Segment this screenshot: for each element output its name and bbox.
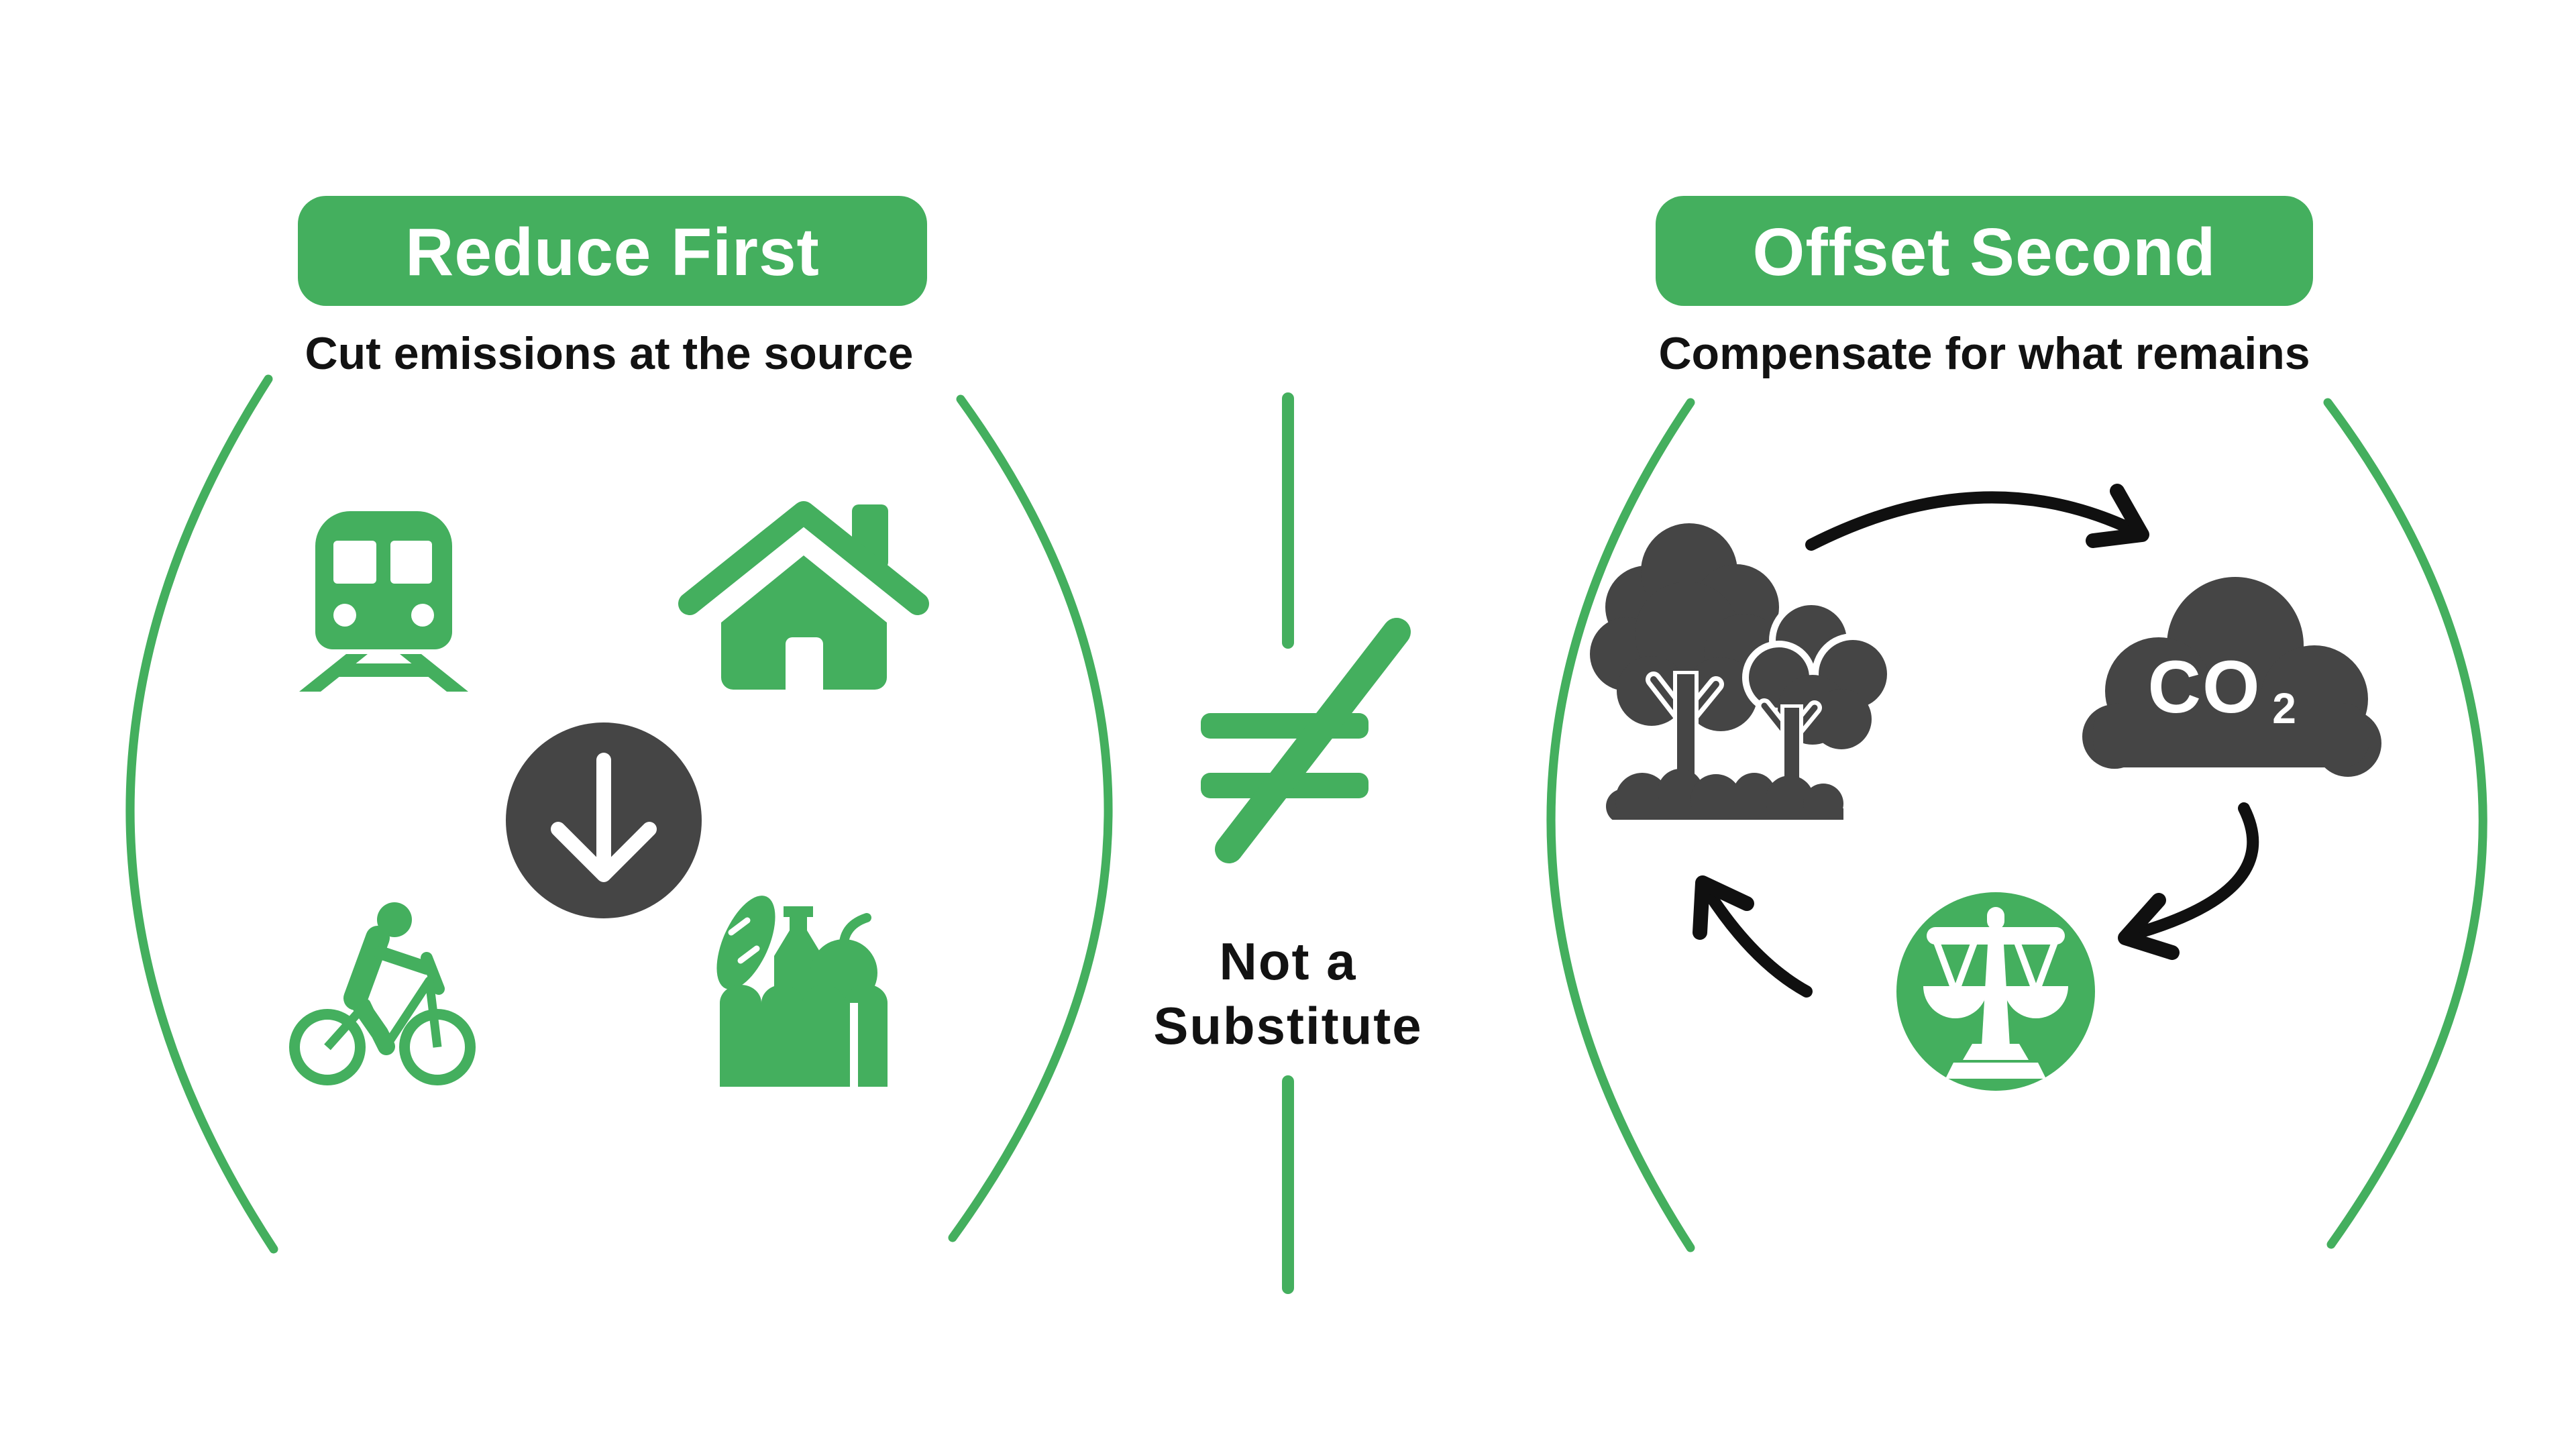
train-light-right [411,604,434,627]
groceries-bag [720,984,888,1087]
scale-pan-left [1923,986,1988,1018]
not-equal-icon [1201,618,1411,863]
groceries-bottle-cap [784,906,813,917]
offset-second-badge: Offset Second [1656,196,2313,306]
scale-pan-right [2004,986,2068,1018]
right-parentheses [1546,398,2487,1252]
co2-subscript: 2 [2272,684,2296,733]
groceries-bottle-neck [790,917,807,932]
train-icon [299,511,468,692]
bike-frame [324,976,442,1051]
co2-label: CO [2148,646,2261,729]
badge-background [298,196,927,306]
scale-base-top [1963,1044,2029,1060]
baguette-slit-1 [728,917,751,936]
cyclist-torso [343,926,390,1010]
house-door [786,637,823,690]
groceries-pepper-stem [839,913,871,947]
house-body [721,555,887,690]
cycle-arrow-top-icon [1805,484,2149,551]
offset-second-title: Offset Second [1753,215,2216,290]
groceries-icon [716,896,888,1087]
cyclist-arm [374,946,433,975]
reduce-first-title: Reduce First [405,215,820,290]
house-icon [678,501,929,690]
scale-base-bottom [1945,1063,2046,1079]
tree-ground-bushes [1580,769,1915,853]
scale-knob [1987,907,2004,930]
divider: Not a Substitute [1153,392,1422,1294]
groceries-baguette [716,896,775,989]
bicycle-icon [289,902,476,1085]
reduce-arrow-icon [506,722,702,918]
reduce-arrow-head [551,822,657,882]
reduce-first-badge: Reduce First [298,196,927,306]
train-rail-bar [335,663,432,677]
bike-rear-wheel [289,1009,366,1085]
groceries-bag-fold [850,1003,858,1087]
cyclist-head [377,902,412,937]
balance-scale-icon [1896,892,2095,1091]
reduce-subtitle: Cut emissions at the source [305,328,914,379]
left-paren-open-icon [125,374,278,1254]
left-paren-close-icon [948,394,1113,1242]
baguette-slit-2 [737,945,760,964]
bike-handlebar [421,952,445,995]
scale-post [1982,945,2010,1046]
offset-subtitle: Compensate for what remains [1658,328,2310,379]
house-roof [678,501,929,615]
cycle-arrow-left-icon [1693,875,1813,998]
right-paren-open-icon [1546,398,1695,1252]
not-equal-slash [1215,618,1411,863]
divider-label-line1: Not a [1220,932,1357,991]
trees-icon [1580,523,1915,853]
train-window-left [333,541,376,584]
divider-label-line2: Substitute [1153,996,1422,1055]
co2-cloud-icon: CO 2 [2082,577,2381,777]
scale-beam [1927,927,2065,945]
left-parentheses [125,374,1113,1254]
train-light-left [333,604,356,627]
badge-background [1656,196,2313,306]
cycle-arrow-right-icon [2118,802,2259,960]
right-paren-close-icon [2323,398,2487,1249]
train-window-right [390,541,432,584]
